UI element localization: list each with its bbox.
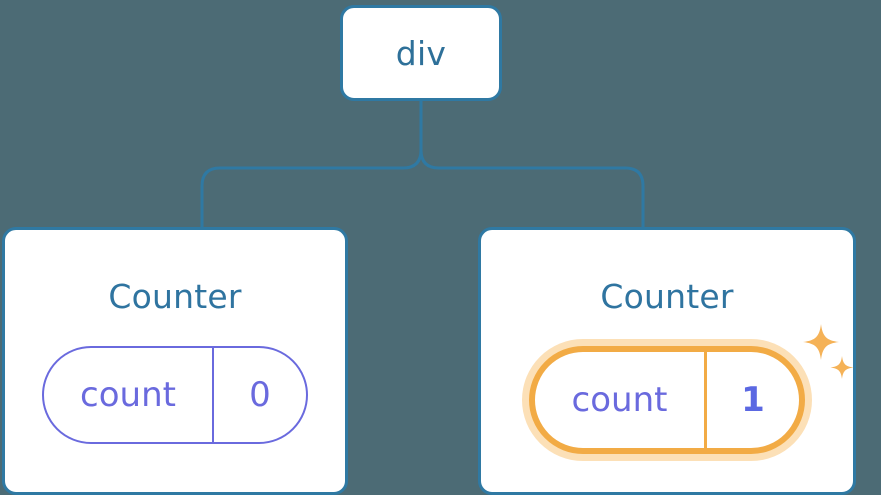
state-pill-right[interactable]: count 1 xyxy=(529,346,805,454)
state-pill-left-value-cell: 0 xyxy=(214,348,306,442)
state-pill-wrap-right: count 1 xyxy=(529,346,805,454)
state-pill-right-value-cell: 1 xyxy=(707,352,799,448)
connector-right xyxy=(419,99,645,230)
node-counter-right-title: Counter xyxy=(600,277,734,316)
node-div-label: div xyxy=(395,33,447,73)
state-pill-right-key-cell: count xyxy=(535,352,707,448)
state-pill-left-key: count xyxy=(80,375,176,415)
connector-left xyxy=(200,99,423,230)
state-pill-left[interactable]: count 0 xyxy=(42,346,308,444)
node-counter-left[interactable]: Counter count 0 xyxy=(2,227,348,495)
node-counter-right[interactable]: Counter count 1 xyxy=(478,227,856,495)
state-pill-left-key-cell: count xyxy=(44,348,214,442)
state-pill-right-key: count xyxy=(571,380,668,420)
node-div[interactable]: div xyxy=(340,5,502,101)
node-counter-left-title: Counter xyxy=(108,277,242,316)
state-pill-left-value: 0 xyxy=(249,375,271,415)
state-pill-right-value: 1 xyxy=(741,380,765,420)
state-pill-wrap-left: count 0 xyxy=(42,346,308,444)
